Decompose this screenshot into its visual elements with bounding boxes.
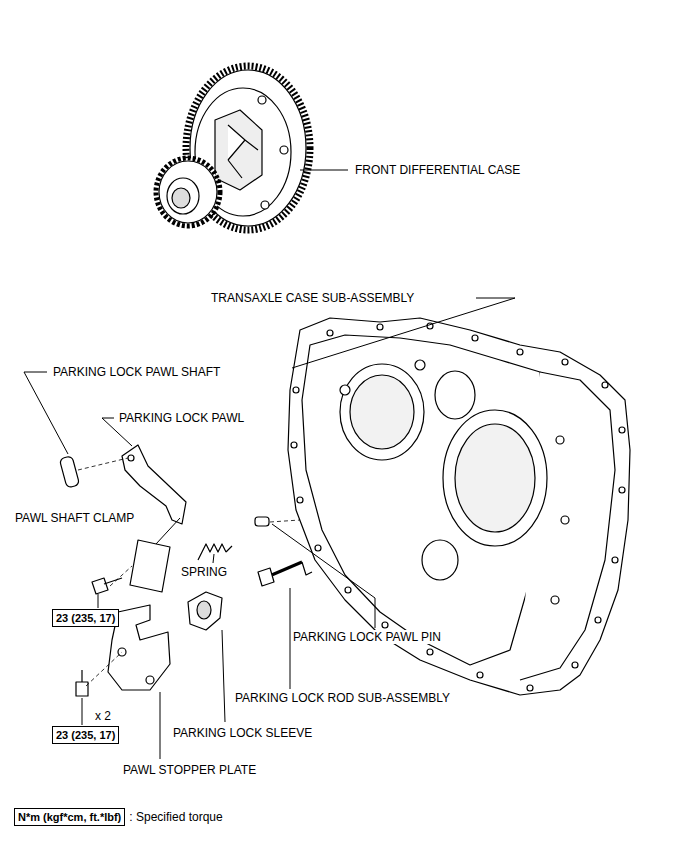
sleeve-illustration (188, 592, 222, 630)
part-label: PAWL SHAFT CLAMP (14, 511, 135, 525)
pawl-shaft-illustration (59, 456, 79, 488)
torque-box: 23 (235, 17) (52, 609, 119, 627)
part-label: x 2 (94, 709, 112, 723)
torque-box: 23 (235, 17) (52, 726, 119, 744)
spring-illustration (198, 544, 232, 560)
rod-illustration (258, 562, 312, 586)
part-label: PARKING LOCK PAWL SHAFT (52, 365, 221, 379)
part-label: PARKING LOCK PAWL PIN (292, 630, 442, 644)
clamp-illustration (130, 540, 170, 592)
part-label: FRONT DIFFERENTIAL CASE (354, 163, 521, 177)
part-label: SPRING (180, 565, 228, 579)
torque-value: N*m (kgf*cm, ft.*lbf) (18, 811, 121, 823)
torque-value: 23 (235, 17) (56, 729, 115, 741)
pin-illustration (255, 517, 269, 526)
part-label: PARKING LOCK ROD SUB-ASSEMBLY (234, 691, 451, 705)
part-label: : Specified torque (128, 810, 223, 824)
differential-illustration (156, 66, 310, 230)
bolt-illustration (76, 670, 88, 696)
torque-value: 23 (235, 17) (56, 612, 115, 624)
leader-lines (24, 170, 515, 759)
legend-box: N*m (kgf*cm, ft.*lbf) (14, 808, 125, 826)
bolt-illustration (92, 578, 122, 594)
part-label: PAWL STOPPER PLATE (122, 763, 257, 777)
part-label: PARKING LOCK SLEEVE (172, 726, 313, 740)
part-label: PARKING LOCK PAWL (118, 411, 245, 425)
transaxle-case-illustration (288, 318, 630, 695)
part-label: TRANSAXLE CASE SUB-ASSEMBLY (210, 291, 415, 305)
